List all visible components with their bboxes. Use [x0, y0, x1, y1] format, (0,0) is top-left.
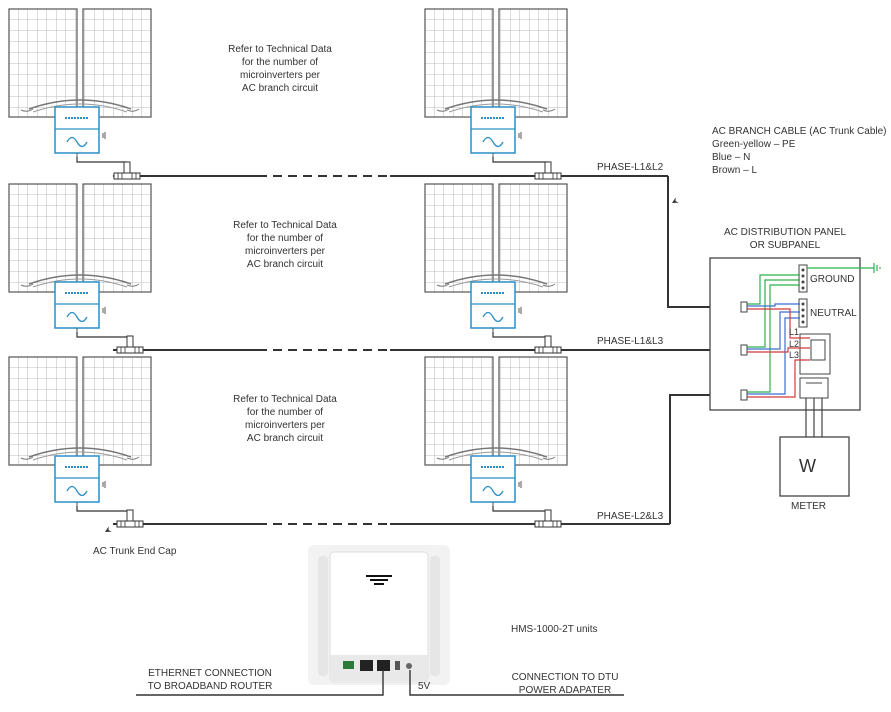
note-line: Refer to Technical Data — [233, 220, 337, 231]
meter-box — [779, 436, 850, 497]
earth-ground-icon — [807, 263, 881, 273]
power-connection-label: CONNECTION TO DTU POWER ADAPATER — [490, 671, 640, 697]
cable-pointer-arrow — [670, 197, 679, 206]
phase-label-row1: PHASE-L1&L2 — [597, 162, 664, 173]
microinverter-row2-left — [54, 281, 106, 333]
ground-label: GROUND — [810, 274, 855, 285]
note-row1: Refer to Technical Data for the number o… — [205, 43, 355, 95]
microinverter-row2-right — [470, 281, 522, 333]
power-line2: POWER ADAPATER — [518, 685, 612, 696]
neutral-label: NEUTRAL — [810, 308, 857, 319]
voltage-label: 5V — [418, 681, 431, 692]
trunk-connector-row2-right — [534, 335, 562, 354]
note-line: AC branch circuit — [246, 259, 324, 270]
solar-panel-row2-right — [424, 183, 568, 293]
microinverter-row1-right — [470, 106, 522, 158]
l1-label: L1 — [789, 327, 800, 337]
note-line: for the number of — [246, 233, 324, 244]
note-line: AC branch circuit — [241, 83, 319, 94]
ethernet-line1: ETHERNET CONNECTION — [148, 668, 272, 679]
note-line: Refer to Technical Data — [228, 44, 332, 55]
solar-panel-row3-right — [424, 356, 568, 466]
breaker-block — [799, 333, 831, 399]
trunk-connector-row3-left — [116, 509, 144, 528]
trunk-connector-row1-left — [113, 161, 141, 180]
note-line: microinverters per — [244, 246, 326, 257]
ground-bar — [798, 264, 808, 293]
dtu-device — [308, 545, 450, 685]
panel-title-line1: AC DISTRIBUTION PANEL — [723, 227, 847, 238]
power-line1: CONNECTION TO DTU — [511, 672, 619, 683]
solar-panel-row1-left — [8, 8, 152, 118]
solar-panel-row3-left — [8, 356, 152, 466]
note-line: microinverters per — [244, 420, 326, 431]
note-row3: Refer to Technical Data for the number o… — [210, 393, 360, 445]
panel-title-line2: OR SUBPANEL — [749, 240, 821, 251]
trunk-connector-row3-right — [534, 509, 562, 528]
microinverter-row3-right — [470, 455, 522, 507]
solar-panel-row2-left — [8, 183, 152, 293]
note-row2: Refer to Technical Data for the number o… — [210, 219, 360, 271]
ethernet-port-icon — [343, 660, 400, 671]
cable-legend-l: Brown – L — [712, 165, 758, 176]
ethernet-connection-label: ETHERNET CONNECTION TO BROADBAND ROUTER — [135, 667, 285, 693]
l3-label: L3 — [789, 350, 800, 360]
ethernet-line2: TO BROADBAND ROUTER — [147, 681, 273, 692]
meter-symbol: W — [799, 456, 816, 476]
panel-title: AC DISTRIBUTION PANEL OR SUBPANEL — [700, 226, 870, 252]
trunk-connector-row1-right — [534, 161, 562, 180]
note-line: microinverters per — [239, 70, 321, 81]
note-line: for the number of — [246, 407, 324, 418]
cable-legend-pe: Green-yellow – PE — [712, 139, 796, 150]
microinverter-row3-left — [54, 455, 106, 507]
note-line: Refer to Technical Data — [233, 394, 337, 405]
dtu-model-label: HMS-1000-2T units — [511, 624, 598, 635]
cable-legend-title: AC BRANCH CABLE (AC Trunk Cable) — [712, 126, 887, 137]
phase-label-row2: PHASE-L1&L3 — [597, 336, 664, 347]
power-port-icon — [406, 663, 412, 669]
end-cap-label: AC Trunk End Cap — [93, 546, 177, 557]
end-cap-pointer-arrow — [103, 526, 112, 535]
cable-legend: AC BRANCH CABLE (AC Trunk Cable) Green-y… — [712, 125, 887, 177]
neutral-bar — [798, 298, 808, 328]
meter-label: METER — [791, 501, 826, 512]
trunk-connector-row2-left — [116, 335, 144, 354]
solar-panel-row1-right — [424, 8, 568, 118]
microinverter-row1-left — [54, 106, 106, 158]
note-line: for the number of — [241, 57, 319, 68]
note-line: AC branch circuit — [246, 433, 324, 444]
wifi-logo-icon — [366, 575, 392, 585]
phase-label-row3: PHASE-L2&L3 — [597, 511, 664, 522]
cable-legend-n: Blue – N — [712, 152, 751, 163]
l2-label: L2 — [789, 339, 800, 349]
